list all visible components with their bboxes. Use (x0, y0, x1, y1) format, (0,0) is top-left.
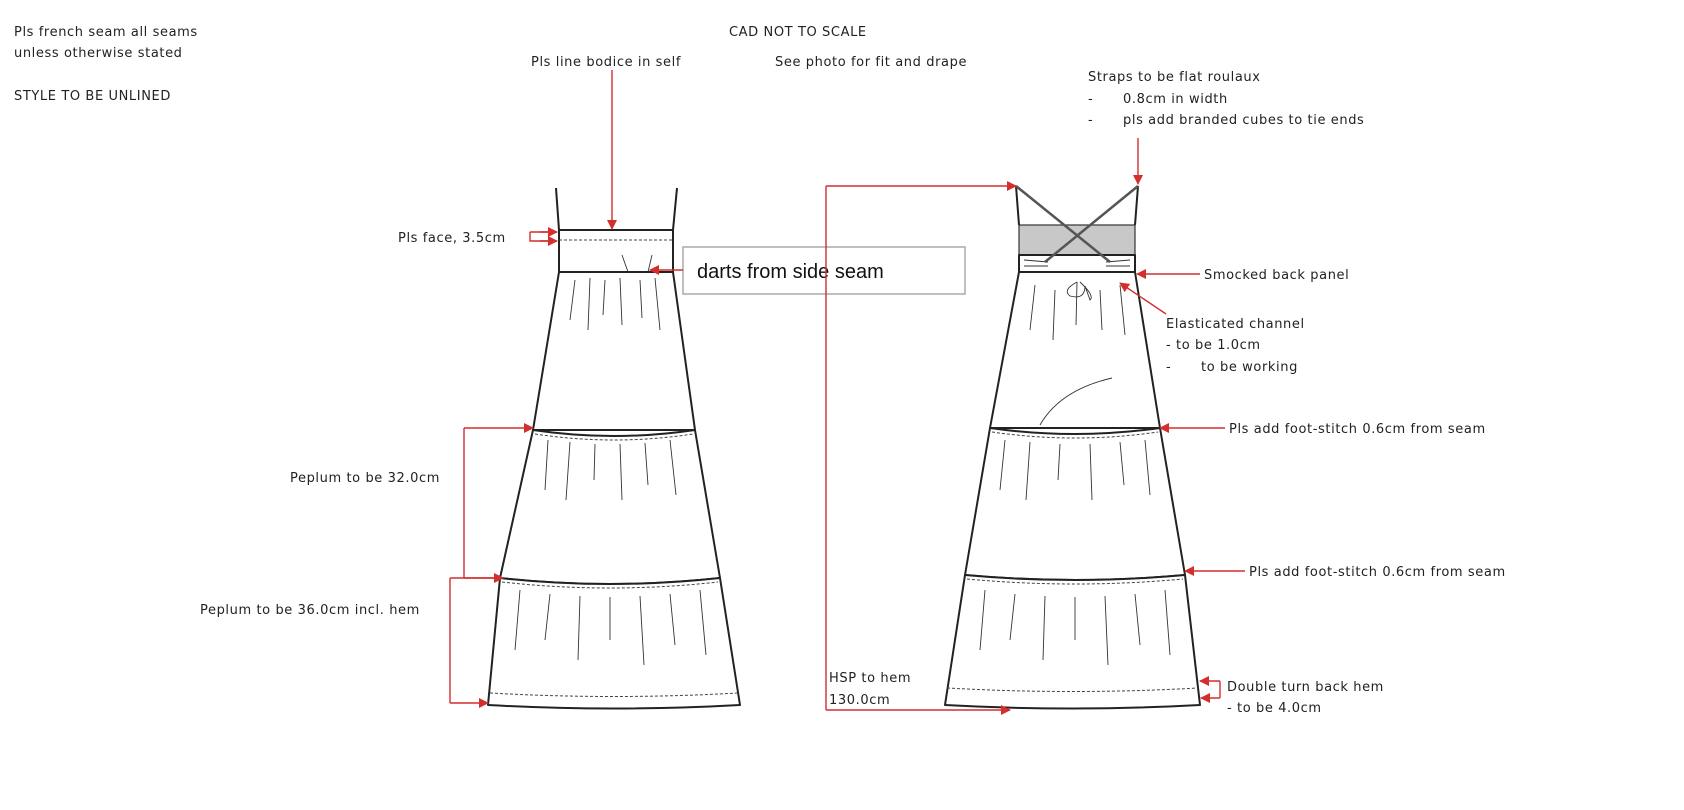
note-peplum-32: Peplum to be 32.0cm (290, 471, 440, 486)
cross-strap-1 (1015, 185, 1111, 263)
note-elastic-width: - to be 1.0cm (1166, 338, 1261, 353)
note-strap-width: 0.8cm in width (1123, 92, 1228, 107)
note-unless-stated: unless otherwise stated (14, 46, 183, 61)
back-topstitch (946, 431, 1199, 692)
note-cad-scale: CAD NOT TO SCALE (729, 25, 867, 40)
elastic-arrow (1119, 282, 1167, 315)
cross-strap-2 (1044, 185, 1139, 263)
note-darts: darts from side seam (697, 261, 884, 283)
front-darts (621, 254, 653, 273)
note-photo: See photo for fit and drape (775, 55, 967, 70)
front-strap-right (672, 187, 678, 231)
note-hem-depth: - to be 4.0cm (1227, 701, 1322, 716)
note-foot-stitch-2: Pls add foot-stitch 0.6cm from seam (1249, 565, 1506, 580)
note-hsp: HSP to hem (829, 671, 911, 686)
back-tier-1 (989, 271, 1161, 429)
back-tier-2 (964, 427, 1186, 581)
back-strap-right (1134, 185, 1139, 226)
front-dress (487, 187, 741, 710)
note-strap-cubes: pls add branded cubes to tie ends (1123, 113, 1364, 128)
note-elastic-working: to be working (1201, 360, 1298, 375)
smocking-lines (1023, 259, 1131, 267)
note-line-bodice: Pls line bodice in self (531, 55, 681, 70)
note-elastic: Elasticated channel (1166, 317, 1305, 332)
note-face: Pls face, 3.5cm (398, 231, 506, 246)
face-bracket (529, 231, 556, 242)
back-strap-left (1015, 185, 1020, 226)
front-tier-3 (487, 577, 741, 710)
front-tier-2 (499, 429, 721, 585)
front-strap-left (555, 187, 560, 231)
back-panel (1018, 224, 1136, 256)
note-peplum-36: Peplum to be 36.0cm incl. hem (200, 603, 420, 618)
front-gathers (514, 277, 707, 666)
front-topstitch (489, 433, 739, 697)
back-gathers (979, 284, 1171, 666)
note-hem: Double turn back hem (1227, 680, 1384, 695)
note-hsp-value: 130.0cm (829, 693, 890, 708)
note-foot-stitch-1: Pls add foot-stitch 0.6cm from seam (1229, 422, 1486, 437)
back-dress (944, 185, 1201, 710)
note-smocked: Smocked back panel (1204, 268, 1349, 283)
smocked-panel (1018, 254, 1136, 273)
bullet: - (1166, 360, 1171, 375)
bullet: - (1088, 92, 1093, 107)
note-unlined: STYLE TO BE UNLINED (14, 89, 171, 104)
note-french-seam: Pls french seam all seams (14, 25, 198, 40)
note-straps: Straps to be flat roulaux (1088, 70, 1261, 85)
back-tie (1066, 281, 1092, 326)
drape-line (1039, 377, 1113, 426)
front-tier-1 (532, 271, 696, 431)
bullet: - (1088, 113, 1093, 128)
back-tier-3 (944, 574, 1201, 710)
front-bodice (558, 229, 674, 273)
